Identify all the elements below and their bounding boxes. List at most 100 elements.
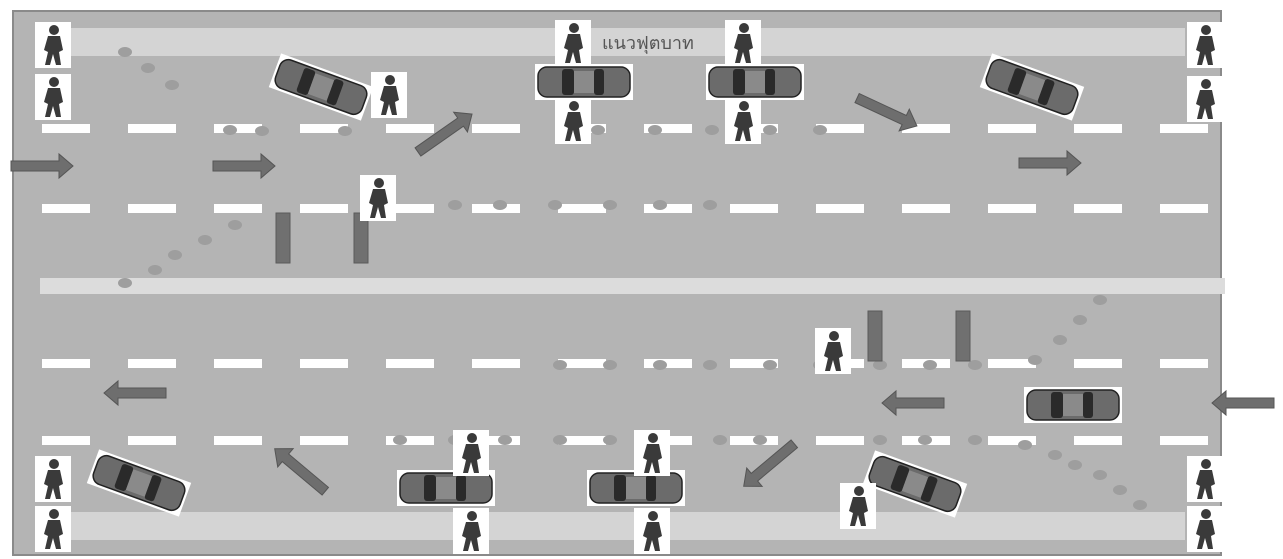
ghost-mark <box>648 125 662 135</box>
ghost-mark <box>1028 355 1042 365</box>
ghost-mark <box>1018 440 1032 450</box>
ghost-mark <box>653 200 667 210</box>
lane-dash <box>42 124 90 133</box>
pedestrian-icon <box>725 20 761 66</box>
lane-dash <box>1074 436 1122 445</box>
ghost-mark <box>1068 460 1082 470</box>
lane-dash <box>1074 124 1122 133</box>
lane-dash <box>128 204 176 213</box>
lane-dash <box>300 436 348 445</box>
lane-dash <box>214 359 262 368</box>
lane-dash <box>644 204 692 213</box>
lane-dash <box>42 204 90 213</box>
ghost-mark <box>705 125 719 135</box>
pedestrian-icon <box>35 506 71 552</box>
car-icon <box>87 449 191 516</box>
lane-dash <box>988 124 1036 133</box>
ghost-mark <box>603 200 617 210</box>
ghost-mark <box>148 265 162 275</box>
lane-dash <box>386 124 434 133</box>
lane-dash <box>214 204 262 213</box>
ghost-mark <box>118 47 132 57</box>
ghost-mark <box>591 125 605 135</box>
ghost-mark <box>1093 295 1107 305</box>
pedestrian-icon <box>634 430 670 476</box>
ghost-mark <box>141 63 155 73</box>
lane-dash <box>1074 204 1122 213</box>
ghost-mark <box>923 360 937 370</box>
arrow-icon <box>882 391 944 415</box>
car-icon <box>1024 387 1122 423</box>
ghost-mark <box>548 200 562 210</box>
pedestrian-icon <box>555 98 591 144</box>
post-icon <box>276 213 290 263</box>
pedestrian-icon <box>453 508 489 554</box>
ghost-mark <box>223 125 237 135</box>
pedestrian-icon <box>634 508 670 554</box>
lane-dash <box>386 359 434 368</box>
lane-dash <box>644 359 692 368</box>
ghost-mark <box>1048 450 1062 460</box>
lane-dash <box>214 436 262 445</box>
ghost-mark <box>603 360 617 370</box>
pedestrian-icon <box>453 430 489 476</box>
lane-dash <box>128 359 176 368</box>
ghost-mark <box>1073 315 1087 325</box>
post-icon <box>868 311 882 361</box>
ghost-mark <box>228 220 242 230</box>
pedestrian-icon <box>1187 456 1223 502</box>
ghost-mark <box>393 435 407 445</box>
ghost-mark <box>1093 470 1107 480</box>
ghost-mark <box>763 125 777 135</box>
lane-dash <box>902 204 950 213</box>
ghost-mark <box>165 80 179 90</box>
lane-dash <box>300 359 348 368</box>
ghost-mark <box>493 200 507 210</box>
lane-dash <box>472 359 520 368</box>
lane-dash <box>42 359 90 368</box>
lane-dash <box>1074 359 1122 368</box>
ghost-mark <box>255 126 269 136</box>
ghost-mark <box>1133 500 1147 510</box>
pedestrian-icon <box>1187 506 1223 552</box>
arrow-icon <box>104 381 166 405</box>
lane-dash <box>816 204 864 213</box>
pedestrian-icon <box>1187 76 1223 122</box>
ghost-mark <box>498 435 512 445</box>
ghost-mark <box>198 235 212 245</box>
ghost-mark <box>553 435 567 445</box>
car-icon <box>535 64 633 100</box>
pedestrian-icon <box>371 72 407 118</box>
lane-dash <box>128 436 176 445</box>
lane-dash <box>1160 359 1208 368</box>
lane-dash <box>558 204 606 213</box>
pedestrian-icon <box>815 328 851 374</box>
pedestrian-icon <box>35 74 71 120</box>
pedestrian-icon <box>35 456 71 502</box>
ghost-mark <box>753 435 767 445</box>
arrow-icon <box>1212 391 1274 415</box>
arrow-icon <box>1019 151 1081 175</box>
pedestrian-icon <box>840 483 876 529</box>
ghost-mark <box>1113 485 1127 495</box>
ghost-mark <box>653 360 667 370</box>
pedestrian-icon <box>555 20 591 66</box>
lane-dash <box>816 436 864 445</box>
lane-dash <box>42 436 90 445</box>
pedestrian-icon <box>360 175 396 221</box>
ghost-mark <box>168 250 182 260</box>
ghost-mark <box>873 435 887 445</box>
car-icon <box>269 53 373 120</box>
ghost-mark <box>603 435 617 445</box>
ghost-mark <box>118 278 132 288</box>
ghost-mark <box>968 435 982 445</box>
lane-dash <box>128 124 176 133</box>
pedestrian-icon <box>725 98 761 144</box>
ghost-mark <box>813 125 827 135</box>
ghost-mark <box>918 435 932 445</box>
car-icon <box>980 53 1084 120</box>
lane-dash <box>214 124 262 133</box>
post-icon <box>956 311 970 361</box>
